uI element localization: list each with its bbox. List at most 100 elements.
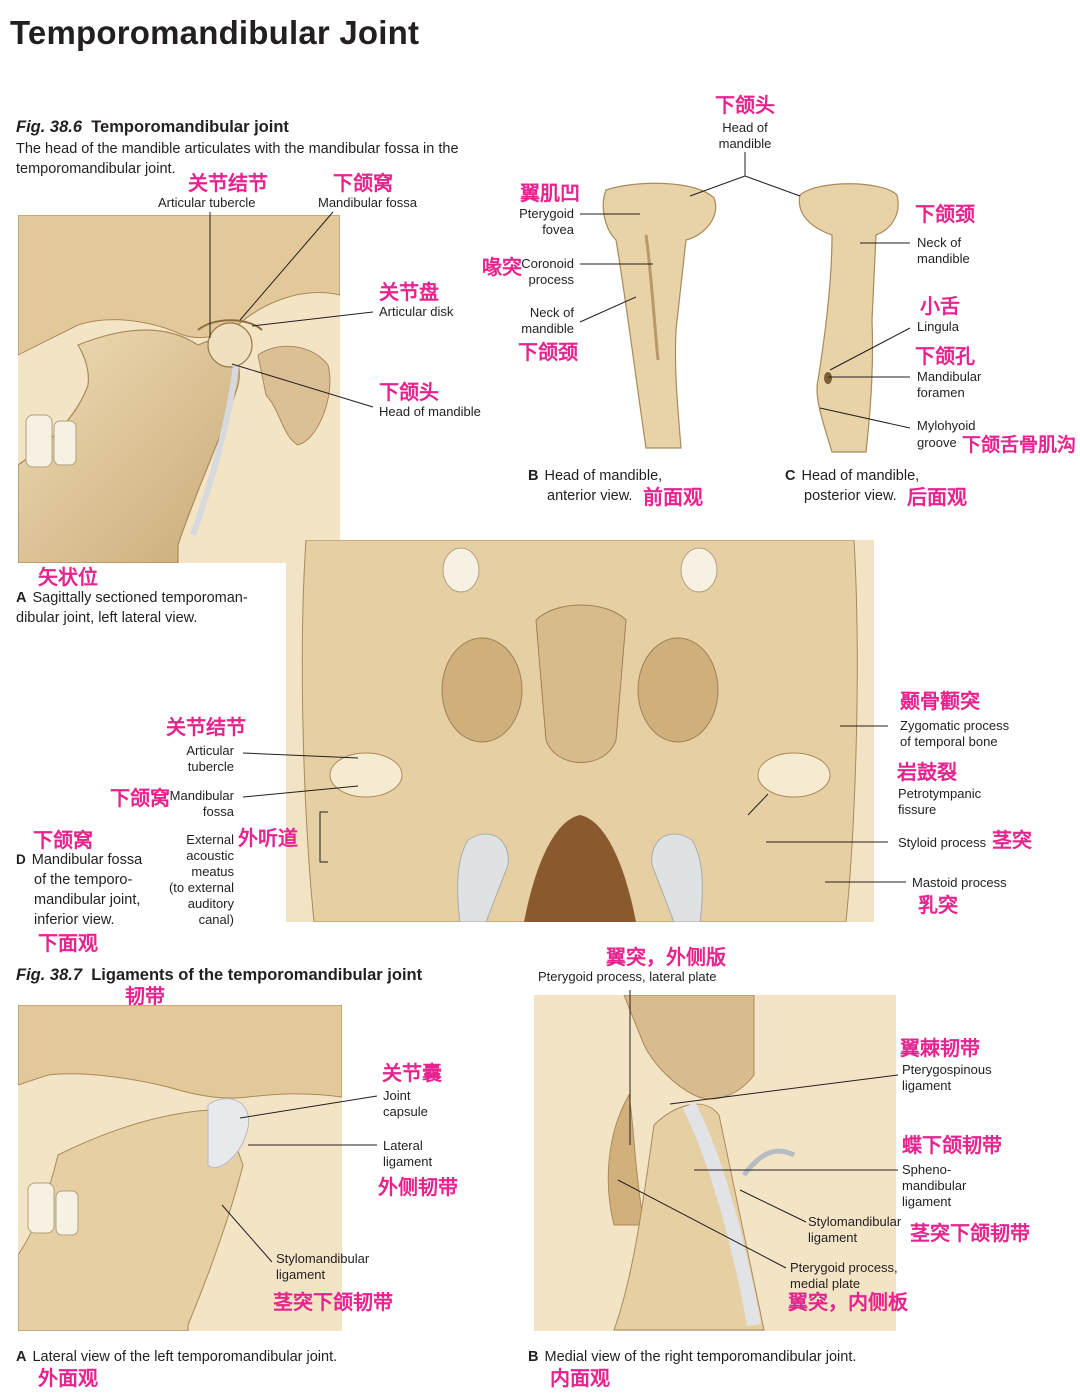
panel-d-caption-l4: inferior view. xyxy=(34,912,115,928)
label-joint-capsule-l1: Joint xyxy=(383,1088,411,1103)
label-petrotympanic-zh: 岩鼓裂 xyxy=(897,760,957,784)
panel-c-caption-l1: Head of mandible, xyxy=(801,468,920,484)
mandible-head-anterior-illustration xyxy=(602,182,717,449)
label-eam-l6: canal) xyxy=(198,912,234,927)
label-coronoid-zh: 喙突 xyxy=(482,255,522,279)
label-spheno-l2: mandibular xyxy=(902,1178,967,1193)
label-eam-l3: meatus xyxy=(191,864,234,879)
panel-c-caption-zh: 后面观 xyxy=(907,485,967,509)
fig-38-7-a-caption-text: Lateral view of the left temporomandibul… xyxy=(32,1349,338,1365)
panel-c-caption-line2: posterior view. xyxy=(804,488,897,504)
label-lateral-lig-l1: Lateral xyxy=(383,1138,423,1153)
label-pterygospinous-zh: 翼棘韧带 xyxy=(900,1036,980,1060)
label-eam-zh: 外听道 xyxy=(238,826,298,850)
label-head-of-mandible-zh: 下颌头 xyxy=(379,380,439,404)
label-mylohyoid-l1: Mylohyoid xyxy=(917,418,976,433)
label-mandibular-fossa: Mandibular fossa xyxy=(318,195,417,210)
label-lingula: Lingula xyxy=(917,319,959,334)
label-coronoid-l1: Coronoid xyxy=(521,256,574,271)
label-joint-capsule-zh: 关节囊 xyxy=(382,1061,442,1085)
label-articular-tubercle-zh: 关节结节 xyxy=(188,171,268,195)
page-title: Temporomandibular Joint xyxy=(10,14,420,51)
label-lingula-zh: 小舌 xyxy=(920,294,960,318)
panel-a-caption-text: Sagittally sectioned temporoman-dibular … xyxy=(16,590,248,626)
fig-38-7-number: Fig. 38.7 xyxy=(16,966,83,984)
fig-38-6-title: Fig. 38.6 Temporomandibular joint xyxy=(16,118,289,137)
label-lateral-lig-zh: 外侧韧带 xyxy=(378,1175,458,1199)
label-b-head-l1: Head of xyxy=(722,120,768,135)
label-mastoid: Mastoid process xyxy=(912,875,1007,890)
panel-d-caption-zh-top: 下颌窝 xyxy=(33,828,93,852)
label-b-stylo-zh: 茎突下颌韧带 xyxy=(910,1221,1030,1245)
ligaments-medial-illustration xyxy=(534,995,896,1331)
panel-d-caption-l3: mandibular joint, xyxy=(34,892,141,908)
fig-38-7-title-zh: 韧带 xyxy=(125,984,165,1008)
label-mylohyoid-zh: 下颌舌骨肌沟 xyxy=(962,434,1077,456)
label-eam-l4: (to external xyxy=(168,880,234,895)
panel-b-letter: B xyxy=(528,468,539,484)
skull-base-inferior-illustration xyxy=(286,540,874,922)
fig-38-7-a-caption-zh: 外面观 xyxy=(38,1366,98,1390)
label-d-mandibular-fossa-zh: 下颌窝 xyxy=(110,786,170,810)
label-c-neck-zh: 下颌颈 xyxy=(915,202,975,226)
label-d-mandibular-fossa-l2: fossa xyxy=(202,804,234,819)
label-styloid-zh: 茎突 xyxy=(992,828,1032,852)
label-medial-plate-l1: Pterygoid process, xyxy=(790,1260,898,1275)
label-pterygoid-fovea-l2: fovea xyxy=(542,222,574,237)
label-c-neck-l1: Neck of xyxy=(917,235,962,250)
label-mylohyoid-l2: groove xyxy=(917,435,957,450)
label-foramen-zh: 下颌孔 xyxy=(915,344,975,368)
label-d-mandibular-fossa-l1: Mandibular xyxy=(169,788,234,803)
label-petrotympanic-l2: fissure xyxy=(898,802,937,817)
label-medial-plate-zh: 翼突，内侧板 xyxy=(788,1290,908,1314)
label-pterygospinous-l1: Pterygospinous xyxy=(902,1062,992,1077)
label-d-articular-tubercle-l1: Articular xyxy=(186,743,234,758)
label-joint-capsule-l2: capsule xyxy=(383,1104,428,1119)
panel-b-caption: B Head of mandible, xyxy=(528,466,662,486)
label-pterygoid-fovea-l1: Pterygoid xyxy=(519,206,574,221)
panel-d-letter: D xyxy=(16,852,26,867)
fig-38-6-title-text: Temporomandibular joint xyxy=(91,118,289,136)
label-eam-l1: External xyxy=(186,832,234,847)
label-eam-l5: auditory xyxy=(187,896,234,911)
label-foramen-l1: Mandibular xyxy=(917,369,982,384)
label-medial-plate-l2: medial plate xyxy=(790,1276,861,1291)
label-spheno-l3: ligament xyxy=(902,1194,952,1209)
label-zygomatic-l1: Zygomatic process xyxy=(900,718,1010,733)
label-styloid: Styloid process xyxy=(898,835,987,850)
panel-a-letter: A xyxy=(16,590,27,606)
label-articular-tubercle: Articular tubercle xyxy=(158,195,256,210)
label-b-stylo-l2: ligament xyxy=(808,1230,858,1245)
label-a-stylo-l2: ligament xyxy=(276,1267,326,1282)
label-pterygoid-fovea-zh: 翼肌凹 xyxy=(520,181,580,205)
label-articular-disk-zh: 关节盘 xyxy=(379,280,439,304)
label-mandibular-fossa-zh: 下颌窝 xyxy=(333,171,393,195)
panel-d-caption-zh-bottom: 下面观 xyxy=(38,931,98,955)
label-d-articular-tubercle-l2: tubercle xyxy=(187,759,234,774)
label-lateral-lig-l2: ligament xyxy=(383,1154,433,1169)
label-eam-l2: acoustic xyxy=(186,848,234,863)
panel-b-caption-l1: Head of mandible, xyxy=(544,468,663,484)
panel-d-caption: D Mandibular fossa xyxy=(16,850,142,870)
label-foramen-l2: foramen xyxy=(917,385,965,400)
label-articular-disk: Articular disk xyxy=(379,304,454,319)
tmj-sagittal-illustration xyxy=(18,215,340,563)
label-lateral-plate: Pterygoid process, lateral plate xyxy=(538,969,717,984)
fig-38-7-b-caption-text: Medial view of the right temporomandibul… xyxy=(544,1349,857,1365)
fig-38-6-caption: The head of the mandible articulates wit… xyxy=(16,141,459,177)
ligaments-lateral-illustration xyxy=(18,1005,342,1331)
label-coronoid-l2: process xyxy=(528,272,574,287)
label-lateral-plate-zh: 翼突，外侧版 xyxy=(606,945,726,969)
label-pterygospinous-l2: ligament xyxy=(902,1078,952,1093)
fig-38-7-b-caption-zh: 内面观 xyxy=(550,1366,610,1390)
label-a-stylo-l1: Stylomandibular xyxy=(276,1251,370,1266)
label-b-head-l2: mandible xyxy=(718,136,772,151)
label-spheno-l1: Spheno- xyxy=(902,1162,952,1177)
mandible-head-posterior-illustration xyxy=(798,183,899,453)
label-b-stylo-l1: Stylomandibular xyxy=(808,1214,902,1229)
fig-38-7-title-text: Ligaments of the temporomandibular joint xyxy=(91,966,423,984)
panel-d-caption-l1: Mandibular fossa xyxy=(31,852,143,868)
